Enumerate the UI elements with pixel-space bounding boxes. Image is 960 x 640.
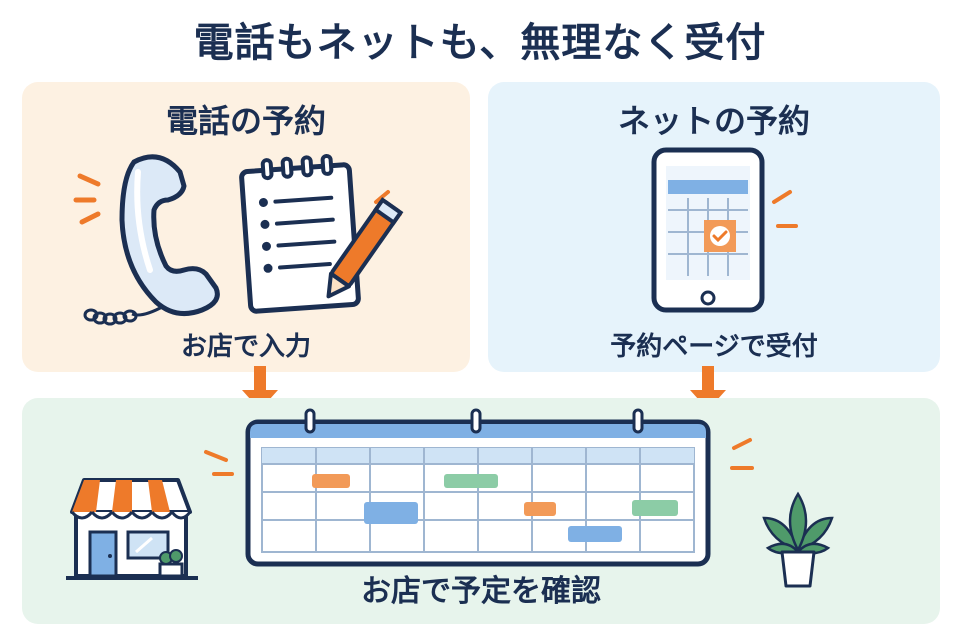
phone-panel-caption: お店で入力 — [180, 332, 311, 362]
phone-reservation-panel: 電話の予約 — [22, 82, 470, 372]
phone-panel-heading: 電話の予約 — [165, 102, 326, 140]
net-panel-caption: 予約ページで受付 — [610, 332, 818, 362]
notepad-icon — [239, 153, 404, 314]
net-reservation-panel: ネットの予約 予約ページで受付 — [488, 82, 940, 372]
net-panel-heading: ネットの予約 — [617, 102, 810, 140]
store-schedule-panel: お店で予定を確認 — [22, 398, 940, 624]
telephone-icon — [73, 154, 220, 326]
store-panel-caption: お店で予定を確認 — [361, 574, 601, 609]
plant-icon — [762, 491, 834, 588]
smartphone-calendar-icon — [651, 147, 798, 313]
storefront-icon — [66, 478, 198, 580]
schedule-calendar-icon — [204, 408, 754, 567]
page-title: 電話もネットも、無理なく受付 — [193, 20, 767, 66]
